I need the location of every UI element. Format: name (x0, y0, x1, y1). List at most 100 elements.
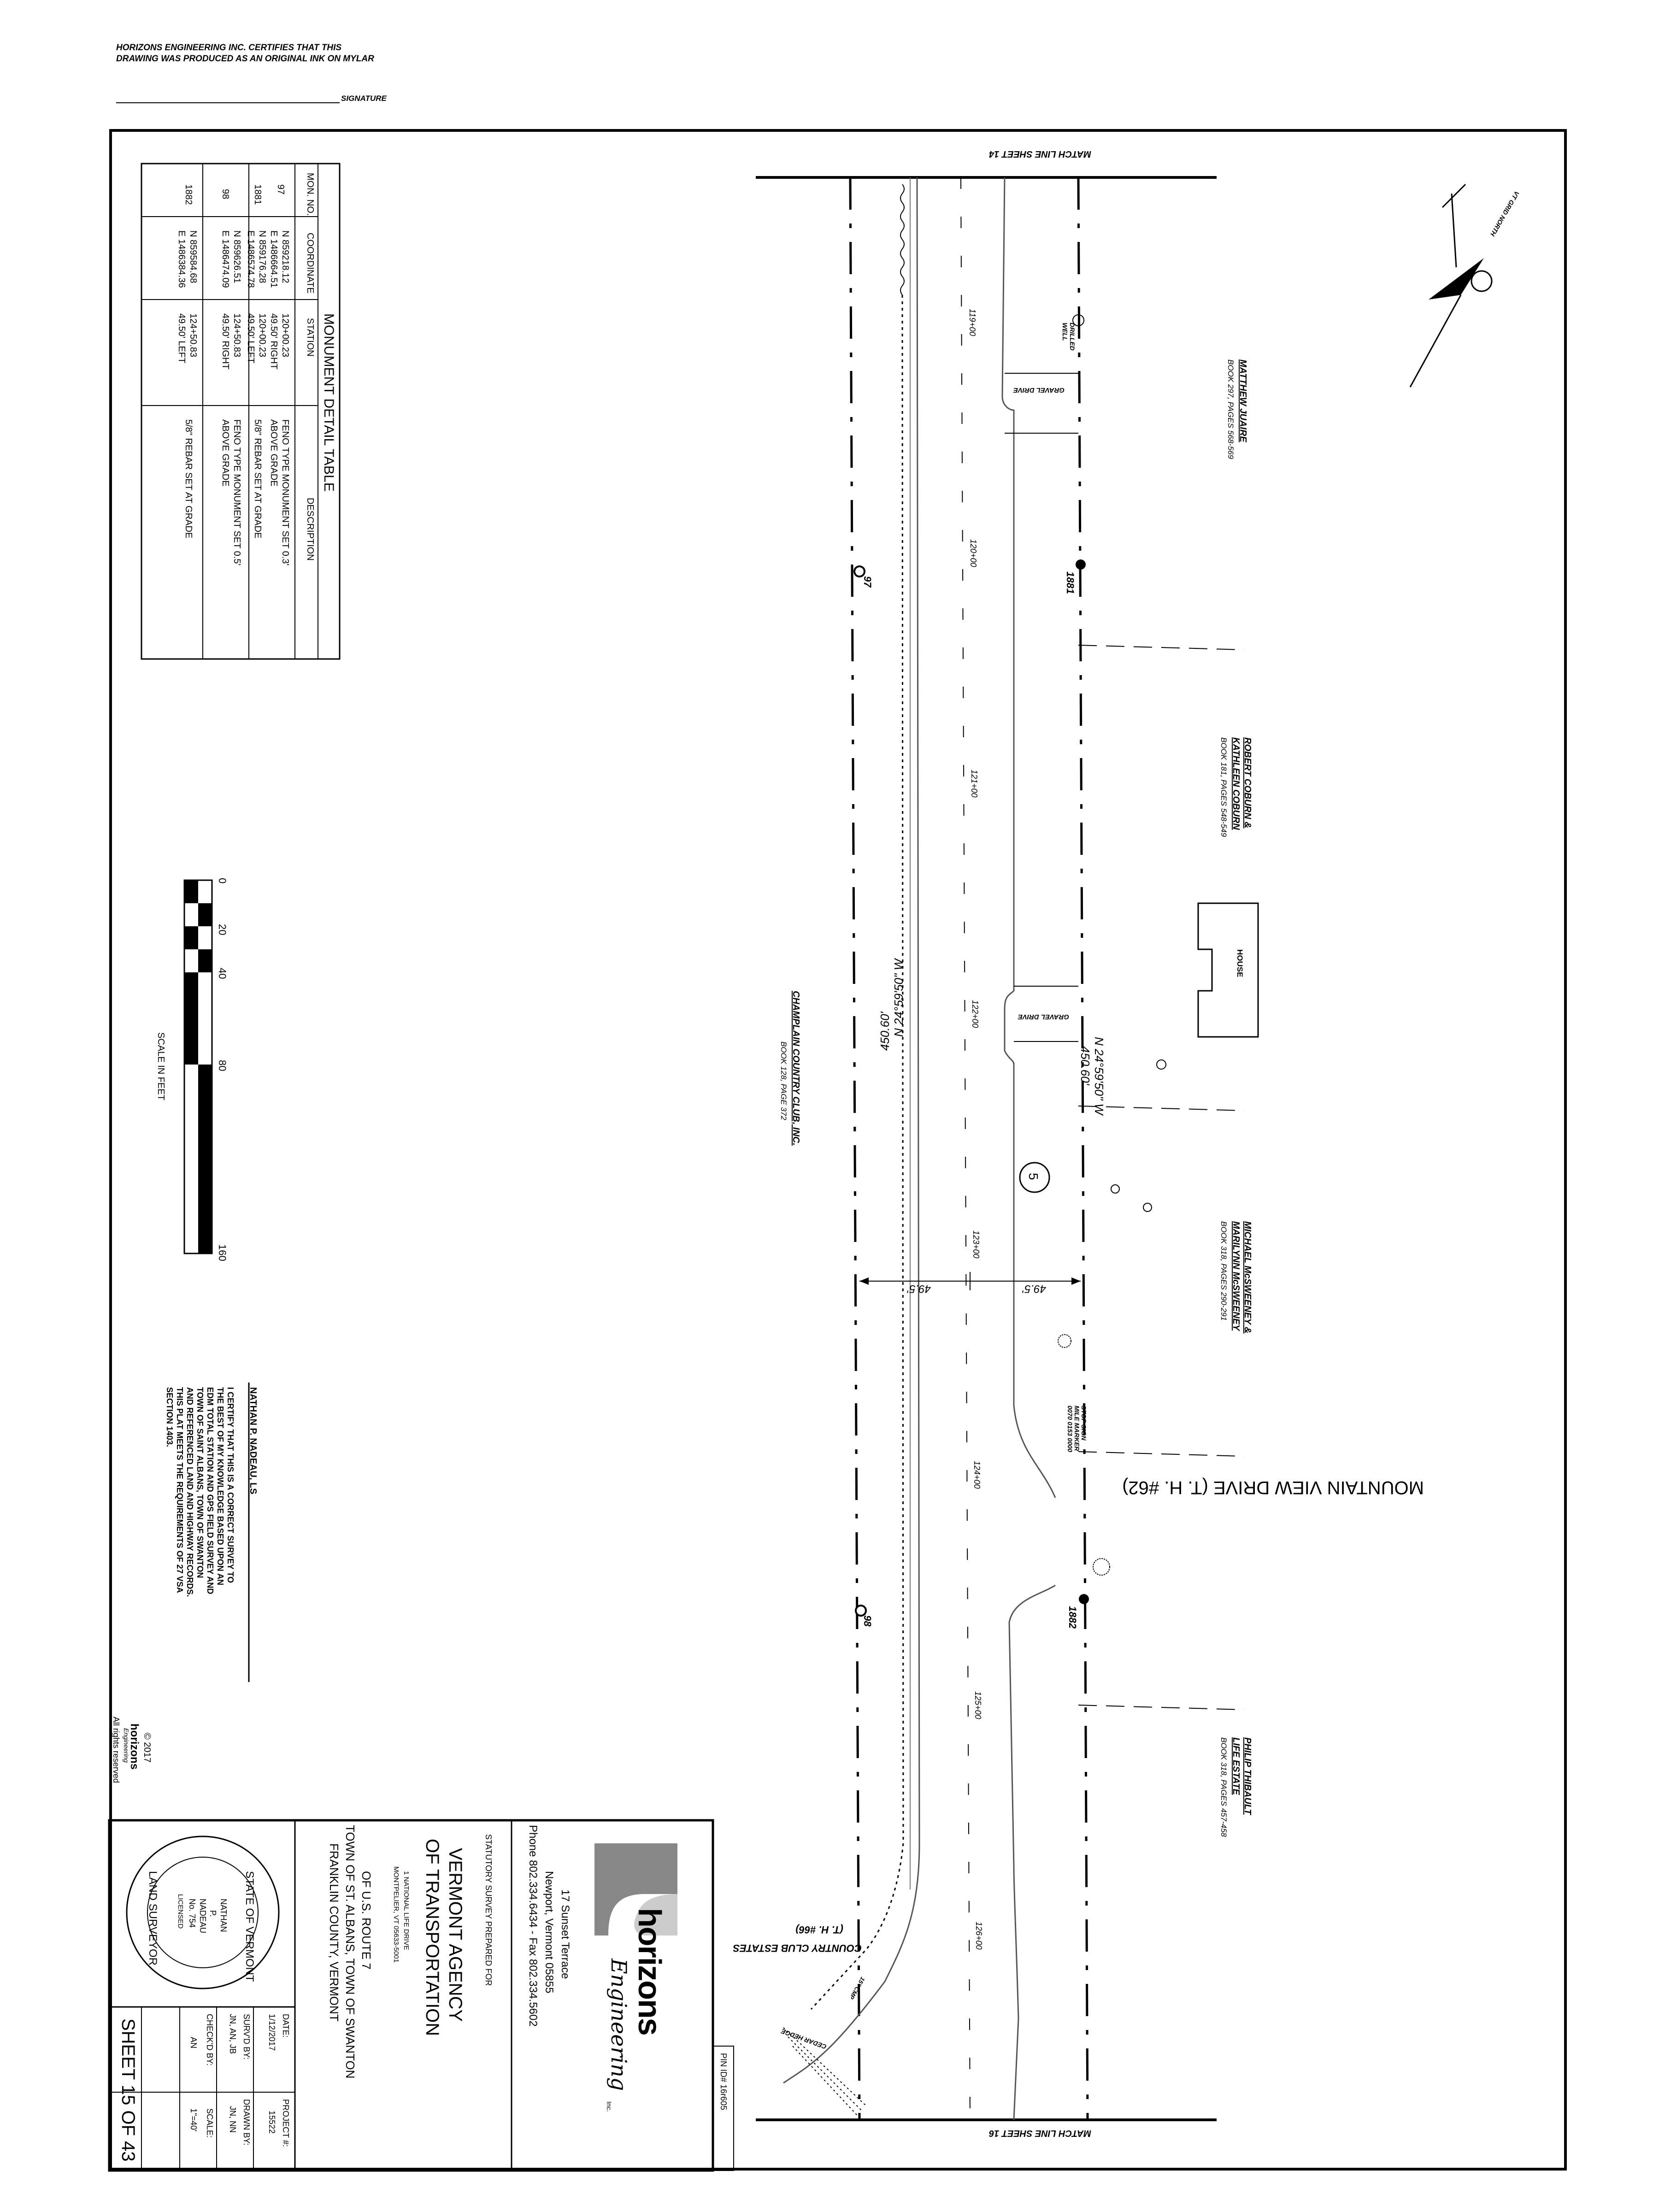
match-line-top: MATCH LINE SHEET 14 (989, 149, 1091, 159)
station-label: 120+00 (969, 539, 978, 567)
surveyed-by-label: SURV'D BY: (242, 2014, 251, 2060)
table-row-desc: FENO TYPE MONUMENT SET 0.3' (280, 419, 290, 566)
scale-tick: 0 (217, 878, 228, 884)
owner-name-2: MARILYNN McSWEENEY (1231, 1221, 1241, 1331)
table-row-mon: 1882 (183, 184, 194, 205)
scale-tick: 160 (217, 1244, 228, 1261)
monument-label: 98 (862, 1615, 873, 1627)
table-row-desc: 5/8" REBAR SET AT GRADE (183, 419, 194, 539)
table-header-station: STATION (305, 318, 315, 357)
west-bearing: N 24°59'50" W (892, 959, 906, 1037)
seal-name-3: NADEAU (198, 1899, 207, 1934)
monument-label: 97 (862, 576, 873, 588)
east-distance: 450.60' (1078, 1046, 1092, 1085)
prepared-for: STATUTORY SURVEY PREPARED FOR (484, 1834, 493, 1986)
signature-line (116, 102, 340, 103)
owner-name: MATTHEW JUAIRE (1238, 359, 1248, 442)
stop-sign-label: STOP SIGN (1080, 1406, 1088, 1441)
sheet-number: SHEET 15 OF 43 (118, 2018, 138, 2162)
agency-name-2: OF TRANSPORTATION (422, 1839, 442, 2036)
seal-licensed: LICENSED (176, 1894, 184, 1929)
surveyor-name: NATHAN P. NADEAU, LS (248, 1387, 258, 1494)
seal-state: STATE OF VERMONT (243, 1871, 256, 1982)
company-inc: Inc. (606, 2101, 613, 2112)
owner-name: CHAMPLAIN COUNTRY CLUB, INC. (791, 991, 801, 1146)
project-label: PROJECT #: (281, 2099, 290, 2147)
drawing-border (109, 129, 1567, 2171)
certification-line: THE BEST OF MY KNOWLEDGE BASED UPON AN (216, 1387, 225, 1586)
station-label: 123+00 (971, 1230, 981, 1259)
monument-table-title: MONUMENT DETAIL TABLE (321, 313, 336, 492)
owner-book: BOOK 297, PAGES 568-569 (1226, 359, 1235, 459)
date-value: 1/12/2017 (267, 2014, 276, 2051)
monument-label: 1881 (1065, 571, 1076, 594)
station-label: 126+00 (974, 1922, 983, 1950)
station-label: 124+00 (972, 1461, 982, 1489)
owner-name-2: KATHLEEN COBURN (1231, 737, 1241, 830)
table-row-mon: 98 (220, 189, 230, 200)
station-label: 121+00 (970, 770, 979, 798)
table-row-east: E 1486574.78 (246, 230, 256, 288)
certification-line: I CERTIFY THAT THIS IS A CORRECT SURVEY … (226, 1387, 235, 1583)
west-distance: 450.60' (878, 1012, 892, 1051)
pin-id: PIN ID# 16r605 (719, 2053, 728, 2111)
table-header-description: DESCRIPTION (305, 498, 315, 561)
copyright-year: © 2017 (142, 1733, 152, 1763)
scale-label: SCALE IN FEET (156, 1032, 166, 1100)
certification-line: EDM TOTAL STATION AND GPS FIELD SURVEY A… (206, 1387, 215, 1594)
owner-name: ROBERT COBURN & (1242, 737, 1253, 829)
company-phone: Phone 802.334.6434 - Fax 802.334.5602 (527, 1825, 539, 2027)
project-value: 15522 (267, 2111, 276, 2134)
table-row-north: N 859584.68 (188, 230, 198, 283)
station-label: 122+00 (971, 1000, 980, 1028)
table-row-north: N 859218.12 (280, 230, 290, 283)
table-row-desc-2: ABOVE GRADE (269, 419, 279, 487)
offset-left: 49.5' (907, 1282, 931, 1295)
certification-line: THIS PLAT MEETS THE REQUIREMENTS OF 27 V… (175, 1387, 184, 1593)
table-row-station: 124+50.83 (232, 313, 242, 358)
drilled-well-label: DRILLED WELL (1061, 323, 1076, 351)
table-row-mon: 97 (276, 184, 286, 195)
table-row-east: E 1486474.09 (220, 230, 230, 288)
table-row-east: E 1486664.51 (269, 230, 279, 288)
offset-right: 49.5' (1022, 1282, 1046, 1295)
owner-book: BOOK 181, PAGES 548-549 (1219, 737, 1228, 837)
owner-name: PHILIP THIBAULT (1242, 1737, 1253, 1815)
seal-name-1: NATHAN (219, 1899, 228, 1932)
company-logo-sub: Engineering (606, 1959, 631, 2091)
station-label: 119+00 (968, 309, 977, 336)
table-row-desc: 5/8" REBAR SET AT GRADE (253, 419, 263, 539)
route-line: OF U.S. ROUTE 7 (359, 1871, 373, 1970)
surveyed-by-value: JN, AN, JB (228, 2014, 237, 2054)
table-row-offset: 49.50' RIGHT (269, 313, 279, 370)
road-name: MOUNTAIN VIEW DRIVE (T. H. #62) (1122, 1477, 1424, 1498)
copyright-rights: All rights reserved (112, 1717, 121, 1783)
east-bearing: N 24°59'50" W (1092, 1037, 1106, 1115)
table-row-north: N 859176.28 (257, 230, 267, 283)
company-logo-text: horizons (632, 1908, 668, 2035)
drawn-by-label: DRAWN BY: (242, 2099, 251, 2146)
table-row-north: N 859626.51 (232, 230, 242, 283)
table-row-offset: 49.50' RIGHT (220, 313, 230, 370)
signature-label: SIGNATURE (341, 94, 387, 103)
checked-by-label: CHECK'D BY: (205, 2014, 214, 2066)
table-row-station: 124+50.83 (188, 313, 198, 358)
table-row-station: 120+00.23 (280, 313, 290, 358)
house-label: HOUSE (1235, 949, 1244, 977)
table-row-station: 120+00.23 (257, 313, 267, 358)
certification-line: AND REFERENCED LAND AND HIGHWAY RECORDS. (185, 1387, 194, 1597)
agency-address-1: 1 NATIONAL LIFE DRIVE (402, 1871, 410, 1950)
table-row-east: E 1486384.36 (176, 230, 187, 288)
table-header-coordinate: COORDINATE (305, 233, 315, 294)
parcel-number: 5 (1026, 1173, 1041, 1180)
seal-number: No. 754 (188, 1899, 197, 1928)
gravel-drive-label: GRAVEL DRIVE (1013, 386, 1065, 394)
side-road-name: COUNTRY CLUB ESTATES (733, 1942, 862, 1954)
owner-name: MICHAEL McSWEENEY & (1242, 1221, 1253, 1334)
owner-name-2: LIFE ESTATE (1231, 1737, 1241, 1795)
owner-book: BOOK 318, PAGES 457-458 (1219, 1737, 1228, 1837)
owner-book: BOOK 318, PAGES 290-291 (1219, 1221, 1228, 1321)
checked-by-value: AN (189, 2037, 198, 2049)
